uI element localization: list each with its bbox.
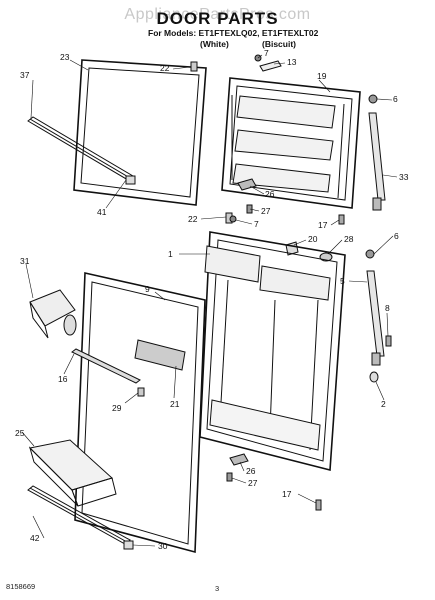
models-line: For Models: ET1FTEXLQ02, ET1FTEXLT02 xyxy=(148,28,319,38)
freezer-door-liner xyxy=(221,77,361,209)
callout-13: 13 xyxy=(287,57,297,67)
upper-trim-strip xyxy=(27,116,134,181)
callout-6-mid: 6 xyxy=(394,231,399,241)
callout-22-top: 22 xyxy=(160,63,170,73)
callout-27-lower: 27 xyxy=(248,478,258,488)
callout-2: 2 xyxy=(381,399,386,409)
callout-27-top: 27 xyxy=(261,206,271,216)
cap-2 xyxy=(369,371,379,383)
callout-17-top: 17 xyxy=(318,220,328,230)
shelf-bar-16 xyxy=(71,348,141,384)
variant-biscuit: (Biscuit) xyxy=(262,39,296,49)
lower-hinge-screw xyxy=(365,249,375,259)
screw-17-lower xyxy=(315,499,322,511)
trim-21 xyxy=(134,339,186,371)
callout-16: 16 xyxy=(58,374,68,384)
callout-31: 31 xyxy=(20,256,30,266)
callout-21: 21 xyxy=(170,399,180,409)
callout-29: 29 xyxy=(112,403,122,413)
callout-7-top: 7 xyxy=(264,48,269,58)
callout-23: 23 xyxy=(60,52,70,62)
callout-25: 25 xyxy=(15,428,25,438)
hinge-pin-26-upper xyxy=(237,178,257,191)
screw-22-top xyxy=(190,61,198,72)
callout-37: 37 xyxy=(20,70,30,80)
fresh-food-door-liner xyxy=(199,231,346,472)
screw-17-upper xyxy=(338,214,345,225)
callout-1: 1 xyxy=(168,249,173,259)
callout-20: 20 xyxy=(308,234,318,244)
callout-19: 19 xyxy=(317,71,327,81)
trim-end-clip xyxy=(125,175,136,185)
lower-door-gasket xyxy=(74,272,206,554)
bottom-trim-strip xyxy=(27,485,131,545)
screw-27-lower xyxy=(226,472,233,482)
callout-41: 41 xyxy=(97,207,107,217)
callout-5: 5 xyxy=(340,276,345,286)
page-title: DOOR PARTS xyxy=(156,9,279,28)
callout-33: 33 xyxy=(399,172,409,182)
screw-8 xyxy=(385,335,392,347)
spacer-13 xyxy=(259,60,282,72)
lower-door-handle xyxy=(366,270,385,366)
callout-8: 8 xyxy=(385,303,390,313)
page-number: 3 xyxy=(215,584,220,593)
dairy-door-bin xyxy=(29,289,77,339)
screw-27-upper xyxy=(246,204,253,214)
upper-hinge-screw xyxy=(368,94,378,104)
clip-29 xyxy=(137,387,145,397)
screw-7-mid xyxy=(229,215,237,223)
callout-30: 30 xyxy=(158,541,168,551)
callout-17-lower: 17 xyxy=(282,489,292,499)
callout-26-lower: 26 xyxy=(246,466,256,476)
hinge-pin-26-lower xyxy=(229,453,249,466)
variant-white: (White) xyxy=(200,39,229,49)
callout-26-top: 26 xyxy=(265,189,275,199)
door-bin-25 xyxy=(28,439,117,507)
watermark: AppliancePartsPros.com xyxy=(124,6,311,23)
callout-9: 9 xyxy=(145,284,150,294)
callout-6-top: 6 xyxy=(393,94,398,104)
callout-labels: 37 23 22 7 13 19 6 26 27 33 41 22 7 17 6… xyxy=(15,48,409,551)
callout-42: 42 xyxy=(30,533,40,543)
upper-door-handle xyxy=(368,112,386,211)
clip-30 xyxy=(123,540,134,550)
upper-door-gasket xyxy=(73,59,207,206)
callout-22-mid: 22 xyxy=(188,214,198,224)
document-number: 8158669 xyxy=(6,582,36,591)
callout-28: 28 xyxy=(344,234,354,244)
callout-7-mid: 7 xyxy=(254,219,259,229)
